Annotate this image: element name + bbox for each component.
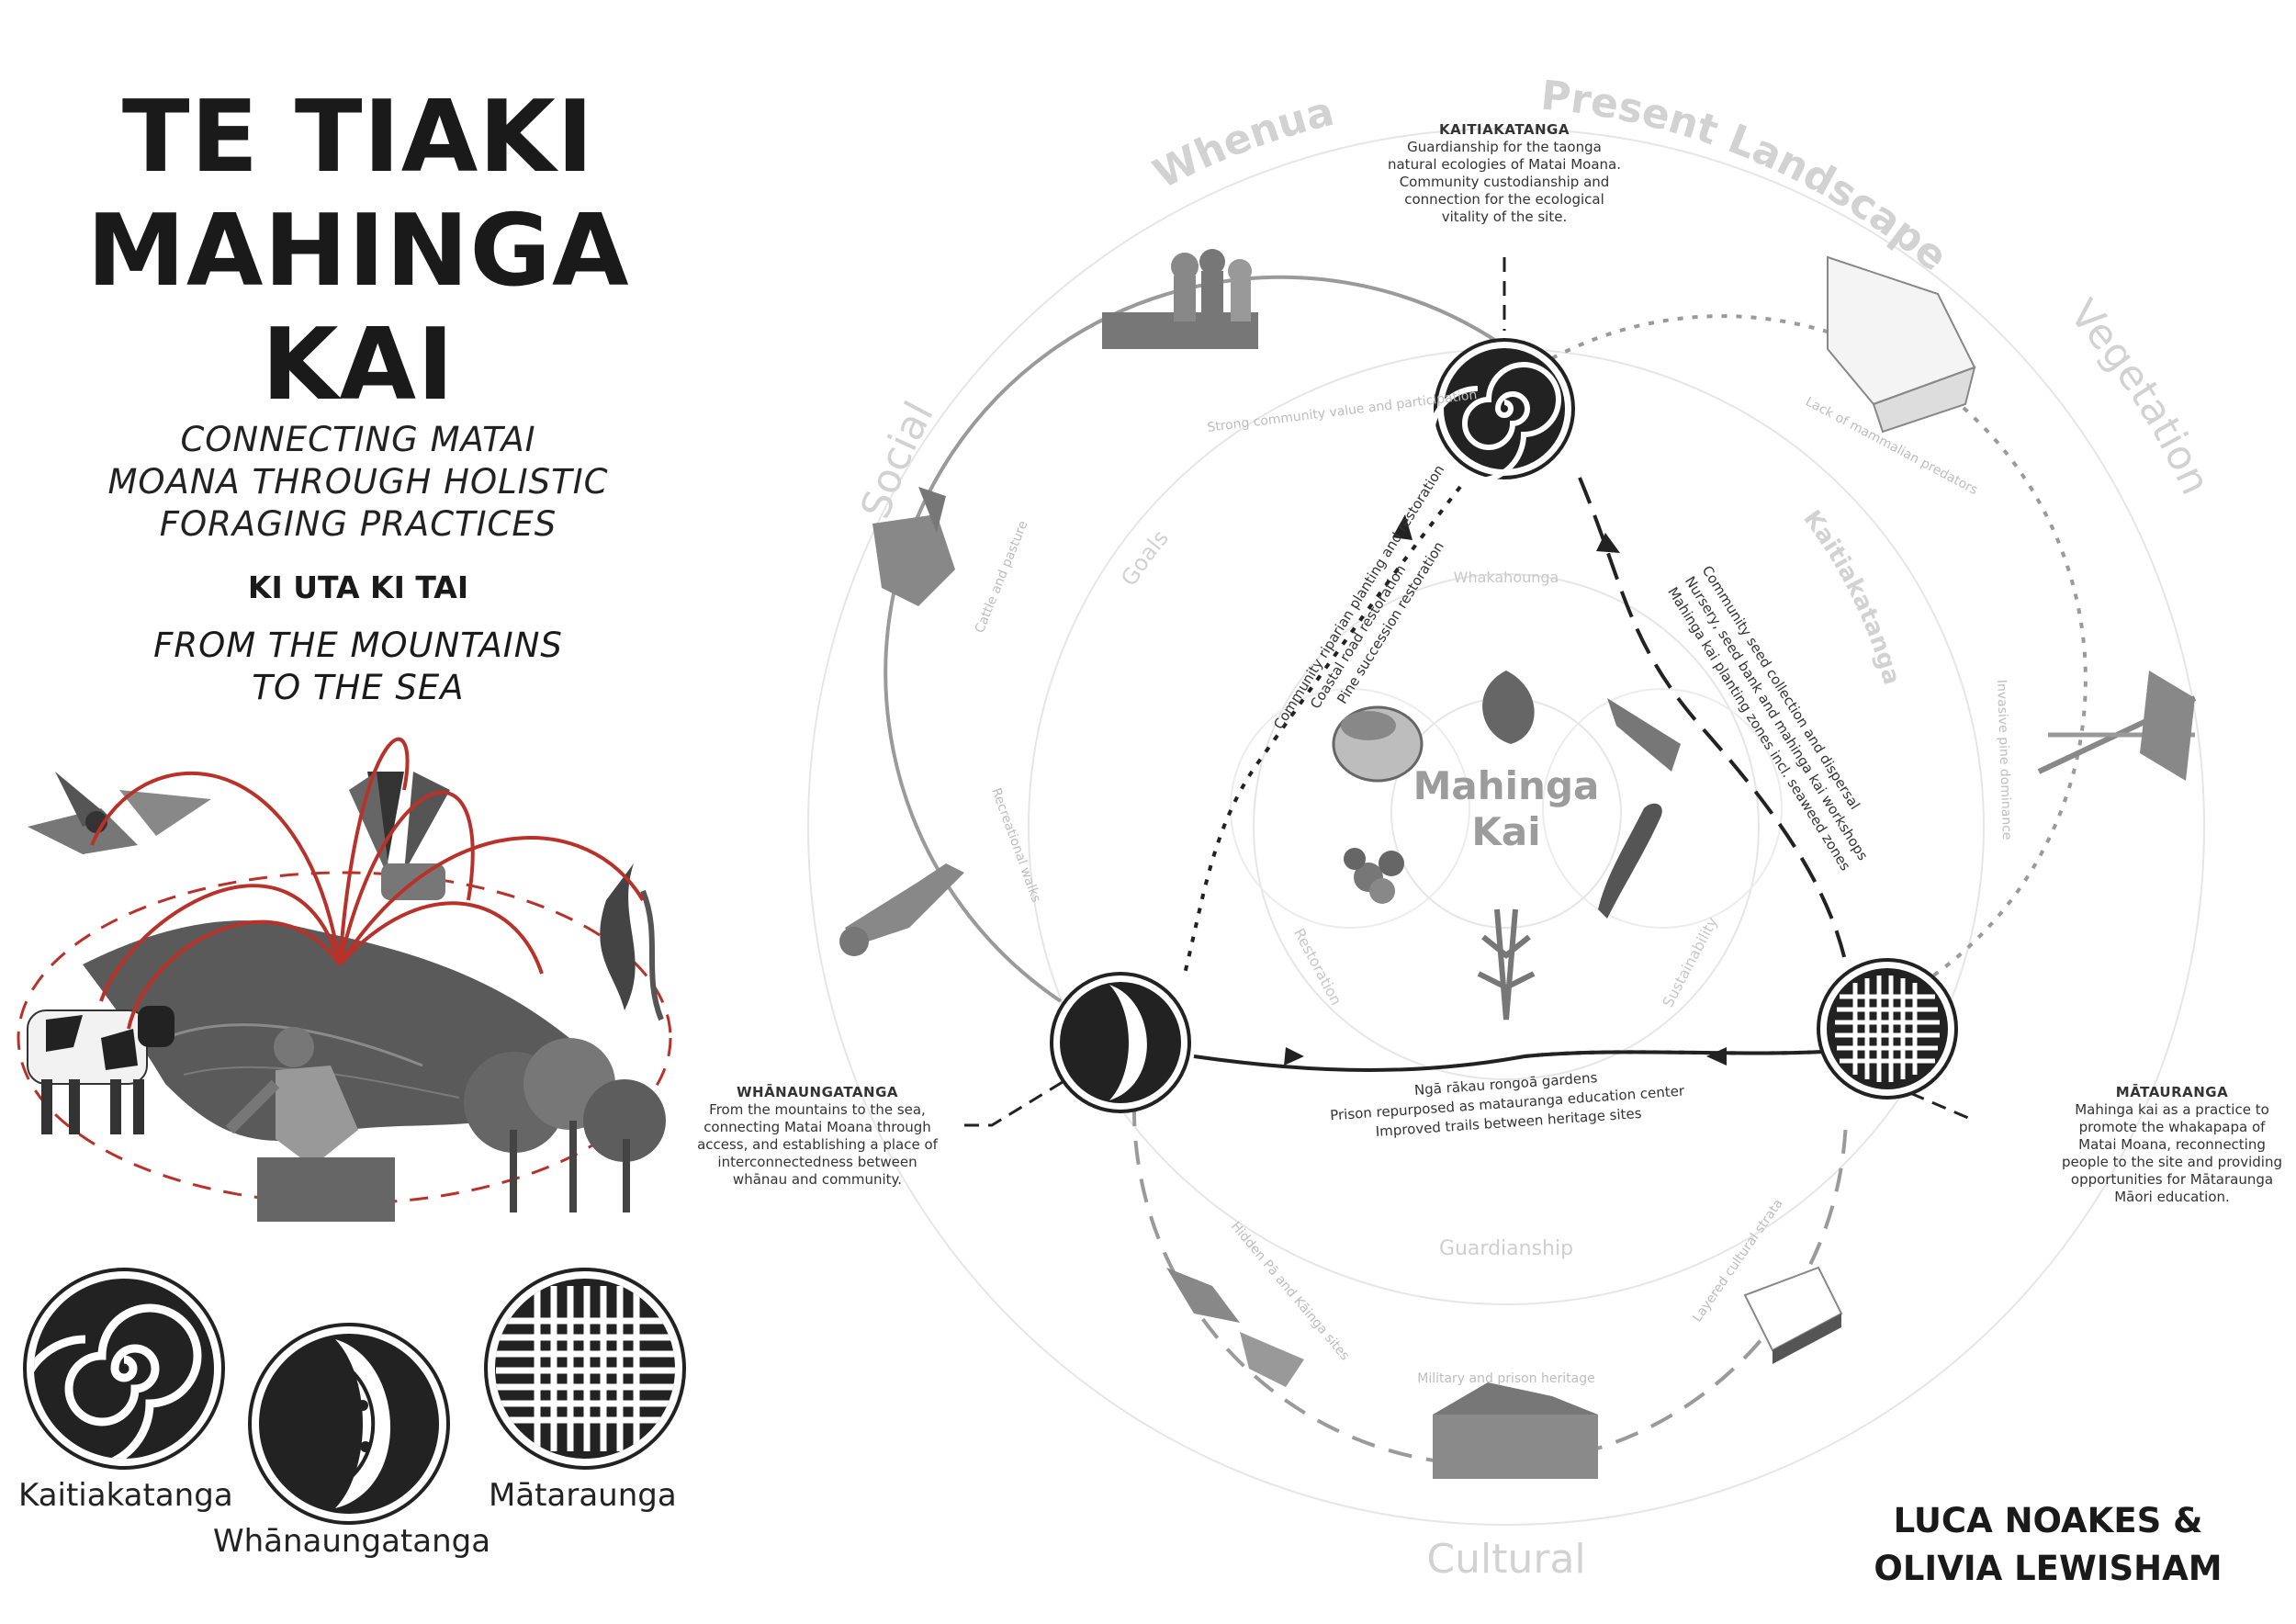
- leaf-icon: [1482, 671, 1535, 744]
- ring-label-vegetation: Vegetation: [2060, 291, 2219, 502]
- note-walks: Recreational walks: [988, 786, 1043, 905]
- shrub-icon: [1477, 908, 1536, 1021]
- motto-translation: FROM THE MOUNTAINS TO THE SEA: [55, 625, 661, 709]
- subtitle-line-2: MOANA THROUGH HOLISTIC: [107, 462, 609, 502]
- note-pine: Invasive pine dominance: [1994, 680, 2014, 840]
- center-title-line-1: Mahinga: [1413, 763, 1600, 808]
- foraging-boundary-ellipse: [17, 871, 672, 1205]
- node-whanaungatanga-icon: [1050, 972, 1191, 1113]
- callout-whanaungatanga-text-5: whānau and community.: [732, 1171, 903, 1188]
- ring-label-whenua: Whenua: [1146, 88, 1338, 198]
- callout-mataraunga-heading: MĀTAURANGA: [2115, 1084, 2229, 1100]
- node-mataraunga-icon: [1817, 958, 1958, 1100]
- callout-whanaungatanga-text-2: connecting Matai Moana through: [703, 1119, 931, 1135]
- forager-person-icon: [225, 1027, 395, 1222]
- cattle-icon: [872, 487, 955, 606]
- callout-whanaungatanga: WHĀNAUNGATANGA From the mountains to the…: [680, 1084, 955, 1189]
- symbol-label-whanaungatanga: Whānaungatanga: [213, 1523, 491, 1560]
- connector-kaitiakatanga-to-whanaungatanga: [1183, 485, 1462, 975]
- callout-mataraunga-text-3: Matai Moana, reconnecting: [2078, 1136, 2266, 1153]
- authors: LUCA NOAKES & OLIVIA LEWISHAM: [1800, 1497, 2296, 1593]
- callout-kaitiakatanga-text-4: connection for the ecological: [1404, 191, 1604, 208]
- callout-kaitiakatanga-heading: KAITIAKATANGA: [1439, 121, 1570, 138]
- pa-site-icon: [1166, 1268, 1304, 1387]
- vegetation-circuit-arc: [1551, 314, 2088, 1003]
- whanaungatanga-crescent-icon: [248, 1323, 450, 1525]
- cultural-strata-icon: [1743, 1266, 1843, 1364]
- callout-kaitiakatanga-text-3: Community custodianship and: [1399, 174, 1610, 190]
- authors-line-1: LUCA NOAKES &: [1893, 1501, 2203, 1540]
- value-symbols: [23, 1268, 686, 1525]
- goal-right-2: Nursery, seed bank and mahinga kai works…: [1682, 573, 1872, 863]
- title-line-3: KAI: [261, 308, 456, 423]
- callout-whanaungatanga-text-3: access, and establishing a place of: [697, 1136, 938, 1153]
- motto: KI UTA KI TAI: [247, 570, 469, 605]
- callout-whanaungatanga-text-1: From the mountains to the sea,: [709, 1101, 926, 1118]
- trap-box-icon: [1827, 255, 1976, 434]
- social-circuit-arc: [884, 275, 1503, 1003]
- subtitle-line-1: CONNECTING MATAI: [180, 420, 536, 459]
- callout-kaitiakatanga-text-5: vitality of the site.: [1441, 209, 1568, 225]
- note-military: Military and prison heritage: [1417, 1371, 1595, 1386]
- headland-landscape-icon: [83, 920, 575, 1141]
- foraging-connection-arcs: [90, 737, 645, 1030]
- callout-kaitiakatanga-text-2: natural ecologies of Matai Moana.: [1387, 156, 1622, 173]
- mataraunga-weave-icon: [484, 1268, 686, 1470]
- diver-icon: [839, 863, 964, 956]
- cow-icon: [27, 1006, 174, 1134]
- authors-line-2: OLIVIA LEWISHAM: [1874, 1549, 2223, 1588]
- poster-subtitle: CONNECTING MATAI MOANA THROUGH HOLISTIC …: [55, 419, 661, 546]
- callout-mataraunga-text-4: people to the site and providing: [2062, 1154, 2282, 1170]
- fern-frond-icon: [1607, 698, 1681, 772]
- symbol-label-kaitiakatanga: Kaitiakatanga: [18, 1477, 233, 1514]
- seaweed-icon: [600, 863, 664, 1021]
- callout-mataraunga-text-1: Mahinga kai as a practice to: [2075, 1101, 2269, 1118]
- motto-translation-line-2: TO THE SEA: [252, 668, 465, 707]
- callout-kaitiakatanga-text-1: Guardianship for the taonga: [1407, 139, 1602, 155]
- goals-bottom-list: Ngā rākau rongoā gardens Prison repurpos…: [1330, 1069, 1686, 1140]
- herb-plant-icon: [1344, 848, 1404, 904]
- pine-trees-icon: [2037, 671, 2197, 781]
- lizard-icon: [1598, 803, 1662, 919]
- title-line-2: MAHINGA: [86, 194, 630, 309]
- heritage-building-icon: [1433, 1382, 1598, 1479]
- kete-basket-icon: [1332, 705, 1424, 783]
- kaitiakatanga-spiral-icon: [23, 1268, 225, 1470]
- goal-left-1: Community riparian planting and restorat…: [1270, 462, 1447, 732]
- callout-kaitiakatanga: KAITIAKATANGA Guardianship for the taong…: [1385, 121, 1624, 226]
- callout-mataraunga-text-6: Māori education.: [2114, 1189, 2230, 1205]
- subtitle-line-3: FORAGING PRACTICES: [159, 504, 557, 544]
- connector-kaitiakatanga-to-mataraunga: [1578, 477, 1848, 965]
- mahinga-kai-diagram: Whenua Present Landscape Vegetation Soci…: [807, 72, 2219, 1583]
- symbol-label-mataraunga: Mātaraunga: [489, 1477, 677, 1514]
- ring-label-kaitiakatanga: Kaitiakatanga: [1797, 505, 1905, 688]
- node-kaitiakatanga-icon: [1429, 338, 1575, 483]
- motto-translation-line-1: FROM THE MOUNTAINS: [153, 626, 563, 665]
- foraging-collage: [17, 737, 672, 1222]
- title-line-1: TE TIAKI: [121, 80, 595, 195]
- callout-whanaungatanga-text-4: interconnectedness between: [717, 1154, 917, 1170]
- ring-label-goals: Goals: [1116, 525, 1174, 591]
- community-people-icon: [1102, 249, 1258, 349]
- ring-label-guardianship: Guardianship: [1439, 1237, 1573, 1260]
- ring-label-whakahounga: Whakahounga: [1454, 569, 1559, 586]
- callout-mataraunga-text-2: promote the whakapapa of: [2078, 1119, 2266, 1135]
- note-cattle: Cattle and pasture: [973, 519, 1031, 636]
- outer-ring: [807, 128, 2205, 1526]
- center-title-line-2: Kai: [1471, 809, 1540, 854]
- callout-mataraunga: MĀTAURANGA Mahinga kai as a practice to …: [2048, 1084, 2296, 1206]
- tree-icon: [464, 1038, 666, 1212]
- inner-ring: [1253, 573, 1760, 1080]
- ring-label-cultural: Cultural: [1426, 1536, 1585, 1583]
- callout-whanaungatanga-heading: WHĀNAUNGATANGA: [736, 1084, 899, 1100]
- callout-mataraunga-text-5: opportunities for Mātaraunga: [2070, 1171, 2274, 1188]
- poster-title: TE TIAKI MAHINGA KAI: [55, 81, 661, 423]
- bird-icon: [28, 772, 211, 854]
